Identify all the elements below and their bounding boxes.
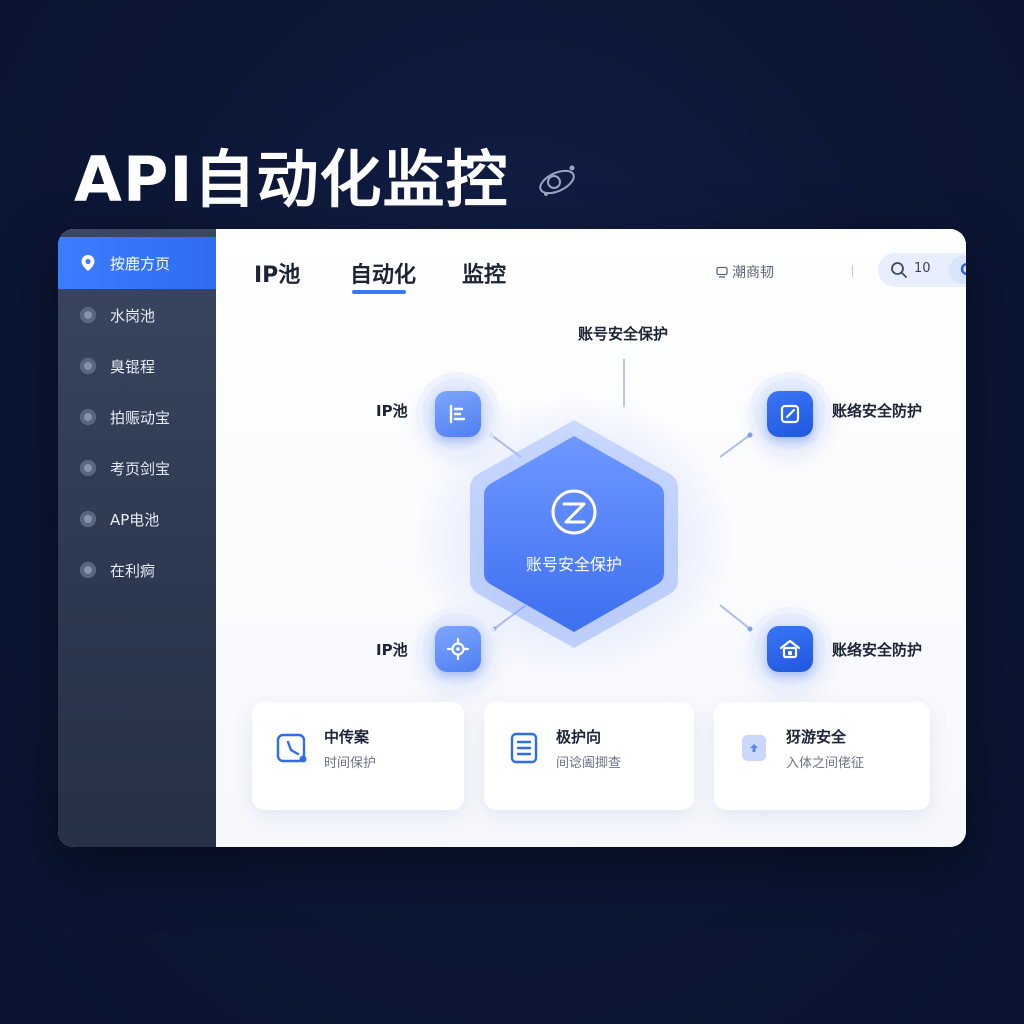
- card-title: 犽游安全: [786, 728, 847, 746]
- satellite-icon: [539, 165, 575, 196]
- search-box[interactable]: 10: [878, 253, 966, 287]
- house-lock-icon: [767, 626, 813, 672]
- card-subtitle: 时间保护: [324, 756, 377, 771]
- active-tab-indicator: [352, 290, 406, 294]
- sidebar-item-label: AP电池: [110, 510, 160, 529]
- dot-icon: [80, 307, 96, 323]
- tab-automation[interactable]: 自动化: [350, 263, 417, 288]
- topbar-link[interactable]: 潮商韧: [716, 262, 774, 282]
- page-title: API自动化监控: [74, 143, 509, 216]
- feature-card-2[interactable]: 极护向 间谂阖揤查: [484, 702, 694, 810]
- document-icon: [510, 732, 538, 764]
- node-network-security-top[interactable]: [754, 378, 826, 450]
- central-hub[interactable]: 账号安全保护: [466, 414, 682, 654]
- shield-card-icon: [742, 735, 766, 761]
- hexagon-shape: [470, 420, 678, 648]
- settings-gear-icon: [435, 626, 481, 672]
- sidebar-item-ap-pool[interactable]: AP电池: [58, 493, 216, 545]
- dot-icon: [80, 409, 96, 425]
- tab-monitoring[interactable]: 监控: [462, 263, 507, 288]
- sidebar-item-auto[interactable]: 拍赈动宝: [58, 391, 216, 443]
- feature-card-3[interactable]: 犽游安全 入体之间佬征: [714, 702, 930, 810]
- app-window: 按鹿方页 水岗池 臭锟程 拍赈动宝 考页剑宝 AP电池 在利痾 IP池 自动化: [58, 229, 966, 847]
- search-icon: [960, 262, 966, 276]
- card-title: 极护向: [556, 728, 602, 746]
- node-ip-pool-bottom[interactable]: [422, 613, 494, 685]
- sidebar-item-label: 臭锟程: [110, 357, 156, 376]
- sidebar-item-other[interactable]: 在利痾: [58, 544, 216, 596]
- location-pin-icon: [81, 255, 95, 271]
- sidebar-item-label: 在利痾: [110, 561, 156, 580]
- main-panel: IP池 自动化 监控 潮商韧 10: [216, 229, 966, 847]
- sidebar: 按鹿方页 水岗池 臭锟程 拍赈动宝 考页剑宝 AP电池 在利痾: [58, 229, 216, 847]
- node-label-ip-pool-bottom: IP池: [376, 641, 408, 659]
- card-subtitle: 间谂阖揤查: [556, 756, 622, 771]
- node-network-security-bottom[interactable]: [754, 613, 826, 685]
- sidebar-item-label: 水岗池: [110, 306, 156, 325]
- hub-label: 账号安全保护: [525, 555, 622, 574]
- divider: [852, 265, 853, 277]
- node-label-network-security-top: 账络安全防护: [832, 402, 923, 420]
- dot-icon: [80, 511, 96, 527]
- dot-icon: [80, 358, 96, 374]
- edit-square-icon: [767, 391, 813, 437]
- list-icon: [435, 391, 481, 437]
- topbar-link-label: 潮商韧: [732, 265, 774, 281]
- feature-card-1[interactable]: 中传案 时间保护: [252, 702, 464, 810]
- search-icon: [891, 262, 907, 278]
- sidebar-item-home[interactable]: 按鹿方页: [58, 237, 216, 289]
- sidebar-item-label: 拍赈动宝: [110, 408, 171, 427]
- monitor-icon: [716, 266, 728, 278]
- clock-icon: [276, 733, 307, 763]
- sidebar-item-label: 按鹿方页: [110, 254, 171, 273]
- search-button[interactable]: [949, 256, 966, 284]
- sidebar-item-process[interactable]: 臭锟程: [58, 340, 216, 392]
- sidebar-item-review[interactable]: 考页剑宝: [58, 442, 216, 494]
- card-title: 中传案: [324, 728, 370, 746]
- sidebar-item-pool[interactable]: 水岗池: [58, 289, 216, 341]
- tab-ip-pool[interactable]: IP池: [254, 263, 301, 288]
- dot-icon: [80, 460, 96, 476]
- node-label-ip-pool-top: IP池: [376, 402, 408, 420]
- diagram-top-label: 账号安全保护: [578, 325, 669, 343]
- node-label-network-security-bottom: 账络安全防护: [832, 641, 923, 659]
- node-ip-pool-top[interactable]: [422, 378, 494, 450]
- search-input[interactable]: 10: [914, 261, 931, 276]
- sidebar-item-label: 考页剑宝: [110, 459, 171, 478]
- dot-icon: [80, 562, 96, 578]
- card-subtitle: 入体之间佬征: [786, 756, 865, 771]
